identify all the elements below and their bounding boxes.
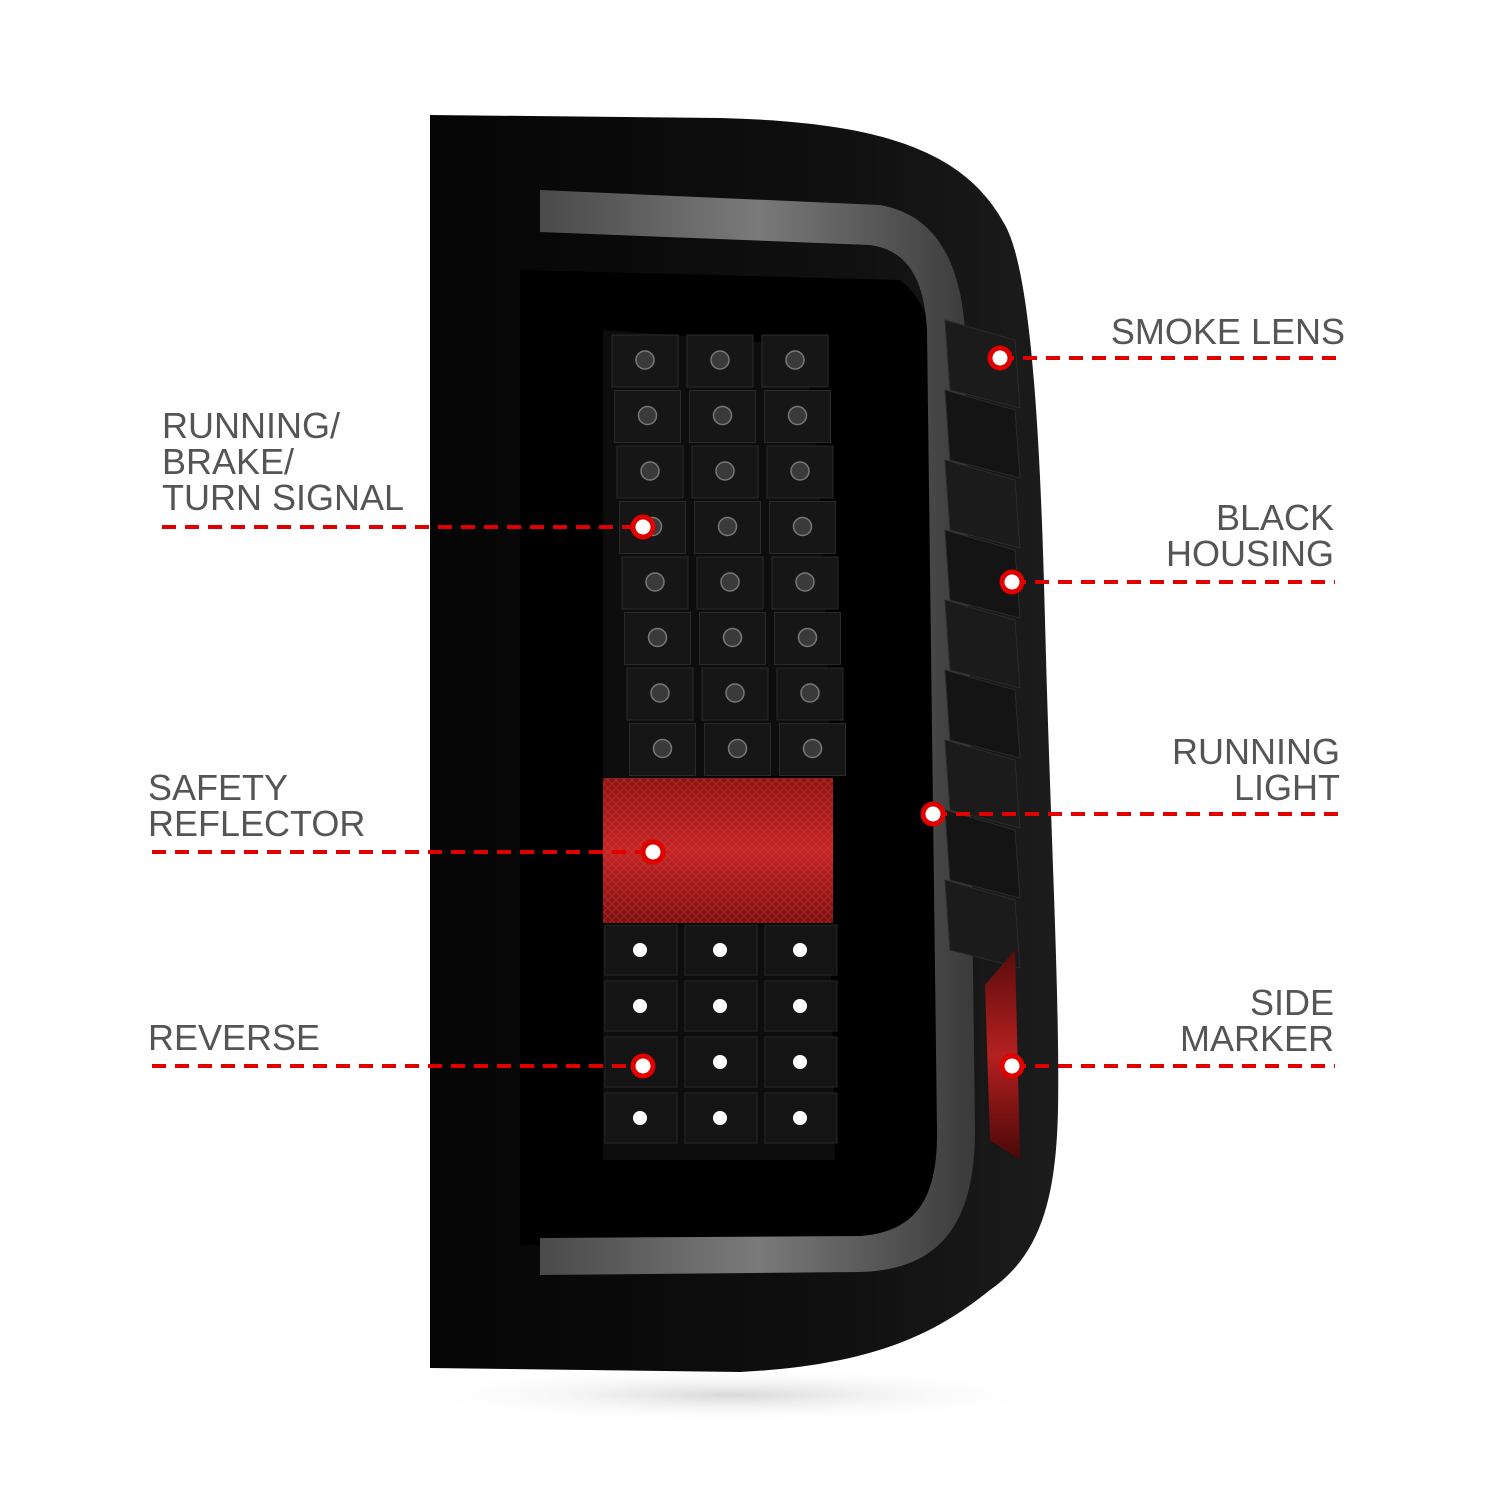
smoke-lens-segment [944,879,1021,969]
led [725,683,745,703]
led [640,461,660,481]
label-line: SMOKE LENS [1110,311,1345,352]
label-line: RUNNING [1172,731,1340,772]
label-line: BRAKE/ [162,441,295,482]
label-side-marker: SIDE MARKER [1180,985,1334,1057]
led [793,943,807,957]
smoke-lens-side [944,319,1021,969]
label-line: RUNNING/ [162,405,340,446]
smoke-lens-segment [944,459,1021,549]
label-line: SAFETY [148,767,289,808]
led [797,627,818,648]
callout-dot [640,839,666,865]
led [712,405,733,426]
led [637,405,658,426]
label-running-brake-turn: RUNNING/ BRAKE/ TURN SIGNAL [162,408,404,516]
led [787,405,808,426]
label-reverse: REVERSE [148,1020,320,1056]
led-array-upper [611,334,846,776]
label-smoke-lens: SMOKE LENS [1111,314,1345,350]
side-marker-lens [985,950,1020,1160]
smoke-lens-segment [944,739,1021,829]
led [710,350,730,370]
led [793,1055,807,1069]
smoke-lens-segment [944,669,1021,759]
smoke-lens-segment [944,599,1021,689]
smoke-lens-segment [944,319,1021,409]
smoke-lens-segment [944,809,1021,899]
callout-dot [630,1053,656,1079]
led [635,350,655,370]
led [795,572,815,592]
smoke-lens-segment [944,529,1021,619]
led [650,683,670,703]
callout-lines [152,345,1345,1079]
label-black-housing: BLACK HOUSING [1166,500,1334,572]
led [713,1055,727,1069]
led [793,999,807,1013]
led [802,738,823,759]
led [720,572,740,592]
led [713,1111,727,1125]
label-running-light: RUNNING LIGHT [1172,734,1340,806]
label-line: REVERSE [148,1017,321,1058]
label-safety-reflector: SAFETY REFLECTOR [148,770,365,842]
label-line: SIDE [1249,982,1334,1023]
led [727,738,748,759]
led-cell [704,723,771,776]
led [645,572,665,592]
led [652,738,673,759]
led [793,1111,807,1125]
led [800,683,820,703]
callout-dot [987,345,1013,371]
label-line: LIGHT [1233,767,1340,808]
label-line: TURN SIGNAL [162,477,405,518]
label-line: HOUSING [1165,533,1334,574]
label-line: MARKER [1179,1018,1334,1059]
led [633,1111,647,1125]
led [633,943,647,957]
smoke-lens-segment [944,389,1021,479]
callout-dot [999,569,1025,595]
led [790,461,810,481]
callout-dot [630,514,656,540]
callout-dot [920,801,946,827]
led [713,999,727,1013]
led [792,516,813,537]
floor-shadow [400,1367,1060,1423]
label-line: REFLECTOR [148,803,366,844]
led [647,627,668,648]
led [717,516,738,537]
led [722,627,743,648]
led [633,999,647,1013]
callout-dot [999,1053,1025,1079]
running-light-bar [540,190,975,1275]
led [785,350,805,370]
led [715,461,735,481]
label-line: BLACK [1215,497,1334,538]
led [713,943,727,957]
